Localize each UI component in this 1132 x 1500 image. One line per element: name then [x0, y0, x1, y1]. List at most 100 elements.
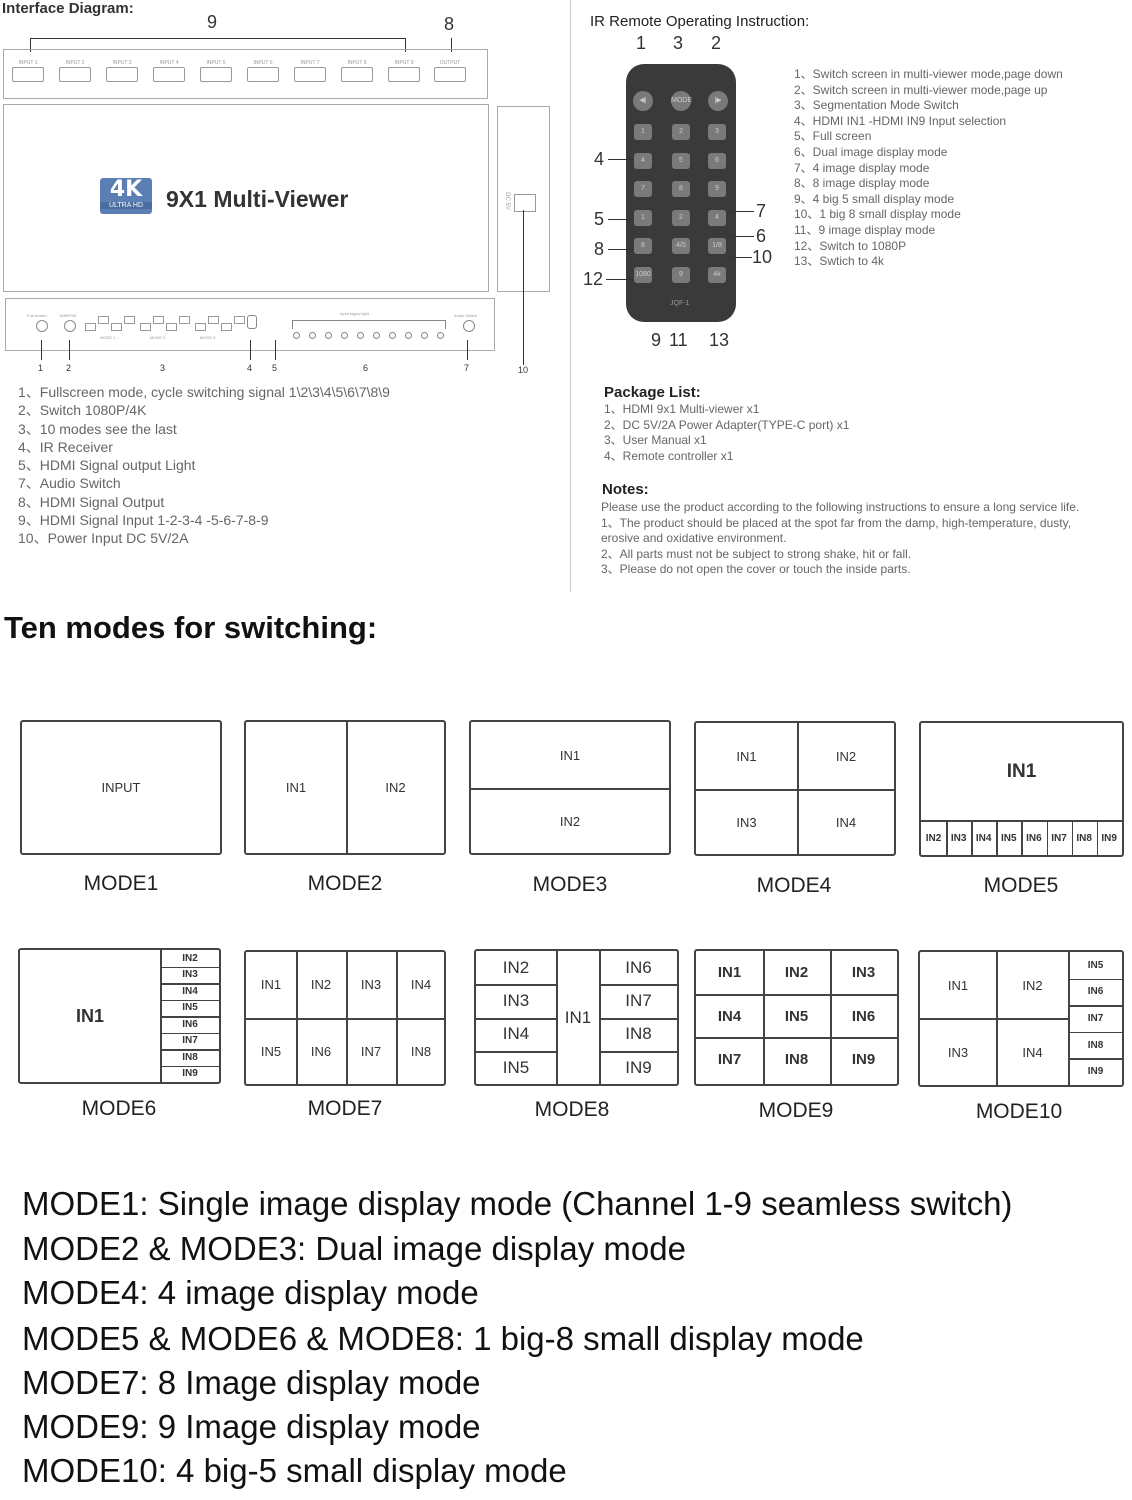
- remote-button[interactable]: 3: [708, 124, 726, 140]
- cell-divider: [920, 1018, 1068, 1020]
- remote-button[interactable]: 6: [708, 153, 726, 169]
- remote-button[interactable]: 4k: [708, 267, 726, 283]
- cell-divider: [600, 984, 677, 986]
- callout-line-7: [467, 340, 468, 360]
- remote-list: 1、Switch screen in multi-viewer mode,pag…: [794, 67, 1124, 270]
- remote-model: JQF-1: [670, 300, 690, 307]
- remote-button[interactable]: 4: [634, 153, 652, 169]
- mode-cell: IN5: [784, 1007, 809, 1025]
- remote-button[interactable]: 1: [634, 124, 652, 140]
- remote-button[interactable]: 1/8: [708, 238, 726, 254]
- callout-7: 7: [464, 363, 470, 373]
- mode-description: MODE10: 4 big-5 small display mode: [22, 1452, 567, 1489]
- cell-divider: [946, 821, 948, 855]
- mode-cell: IN3: [736, 814, 757, 830]
- remote-button[interactable]: 8: [672, 181, 690, 197]
- cell-divider: [1069, 1005, 1122, 1007]
- remote-button[interactable]: 1: [634, 210, 652, 226]
- mode-cell: IN9: [851, 1051, 876, 1069]
- mode-cell: IN2: [502, 957, 530, 977]
- remote-button[interactable]: 4: [708, 210, 726, 226]
- mode-button: [234, 316, 245, 324]
- mode-cell: IN5: [182, 1002, 198, 1014]
- mode-button: [166, 323, 177, 331]
- mode-cell: IN1: [564, 1007, 592, 1027]
- mode-label: MODE9: [758, 1099, 834, 1122]
- remote-button[interactable]: 8: [634, 238, 652, 254]
- remote-callout-6: 6: [756, 226, 767, 246]
- cell-divider: [996, 821, 998, 855]
- mode-button: [85, 323, 96, 331]
- cell-divider: [696, 1037, 897, 1039]
- front-label-audio: Audio Switch: [454, 313, 478, 318]
- remote-list-item: 8、8 image display mode: [794, 176, 930, 191]
- mode-cell: IN7: [625, 990, 652, 1010]
- remote-callout-8: 8: [594, 239, 605, 259]
- mode-cell: IN4: [835, 814, 857, 830]
- input-led: [421, 332, 428, 339]
- mode-cell: IN7: [182, 1035, 198, 1047]
- remote-list-item: 1、Switch screen in multi-viewer mode,pag…: [794, 67, 1063, 81]
- front-label-mode1: MODE 1: [100, 335, 116, 340]
- cell-divider: [161, 966, 219, 968]
- remote-button[interactable]: 2: [672, 124, 690, 140]
- cell-divider: [246, 1018, 444, 1020]
- notes-list: Please use the product according to the …: [601, 500, 1131, 578]
- cell-divider: [161, 983, 219, 985]
- mode-cell: IN2: [559, 813, 581, 829]
- mode-cell: IN8: [1087, 1039, 1104, 1051]
- mode-cell: IN8: [625, 1024, 652, 1044]
- mode-cell: IN2: [925, 832, 942, 844]
- mode-cell: IN4: [182, 985, 198, 997]
- port-label: INPUT 5: [206, 60, 226, 66]
- remote-button[interactable]: 1080: [634, 267, 652, 283]
- 4k-logo-icon: 4K ULTRA HD: [100, 178, 152, 214]
- callout-line-4: [250, 340, 251, 360]
- cell-divider: [797, 723, 799, 854]
- remote-button[interactable]: |▶: [708, 91, 728, 111]
- mode-cell: IN9: [1101, 832, 1117, 844]
- callout-4: 4: [247, 363, 253, 373]
- cell-divider: [476, 984, 556, 986]
- remote-button[interactable]: MODE: [671, 91, 692, 111]
- mode-cell: IN3: [851, 964, 876, 982]
- mode-cell: IN3: [502, 990, 530, 1010]
- mode-label: MODE8: [534, 1098, 610, 1121]
- mode-cell: IN3: [360, 977, 382, 992]
- remote-button[interactable]: 7: [634, 181, 652, 197]
- remote-button[interactable]: 4/5: [672, 238, 690, 254]
- device-name: 9X1 Multi-Viewer: [166, 186, 349, 212]
- remote-button[interactable]: 9: [708, 181, 726, 197]
- remote-list-item: 3、Segmentation Mode Switch: [794, 98, 959, 113]
- remote-line-10: [728, 257, 752, 258]
- mode-cell: IN6: [182, 1018, 198, 1030]
- cell-divider: [346, 722, 348, 853]
- remote-button[interactable]: 2: [672, 210, 690, 226]
- remote-button[interactable]: 9: [672, 267, 690, 283]
- hdmi-port: [106, 67, 138, 82]
- remote-line-12: [606, 279, 634, 280]
- mode-cell: IN7: [1087, 1012, 1104, 1024]
- hdmi-port: [247, 67, 279, 82]
- input-led: [389, 332, 396, 339]
- cell-divider: [1046, 821, 1048, 855]
- cell-divider: [696, 994, 897, 996]
- remote-list-item: 11、9 image display mode: [794, 222, 936, 237]
- interface-list-item: 7、Audio Switch: [18, 475, 121, 492]
- mode-cell: IN7: [1051, 832, 1067, 844]
- remote-button[interactable]: 5: [672, 153, 690, 169]
- mode-button: [153, 316, 164, 324]
- cell-divider: [161, 999, 219, 1001]
- port-label: INPUT 8: [347, 60, 367, 66]
- input-led: [373, 332, 380, 339]
- remote-button[interactable]: ◀|: [633, 91, 653, 111]
- input-led: [437, 332, 444, 339]
- remote-list-item: 4、HDMI IN1 -HDMI IN9 Input selection: [794, 113, 1007, 128]
- mode-description: MODE7: 8 Image display mode: [22, 1364, 481, 1401]
- port-label: INPUT 9: [394, 60, 414, 66]
- remote-line-6: [728, 236, 754, 237]
- callout-line-1: [41, 340, 42, 360]
